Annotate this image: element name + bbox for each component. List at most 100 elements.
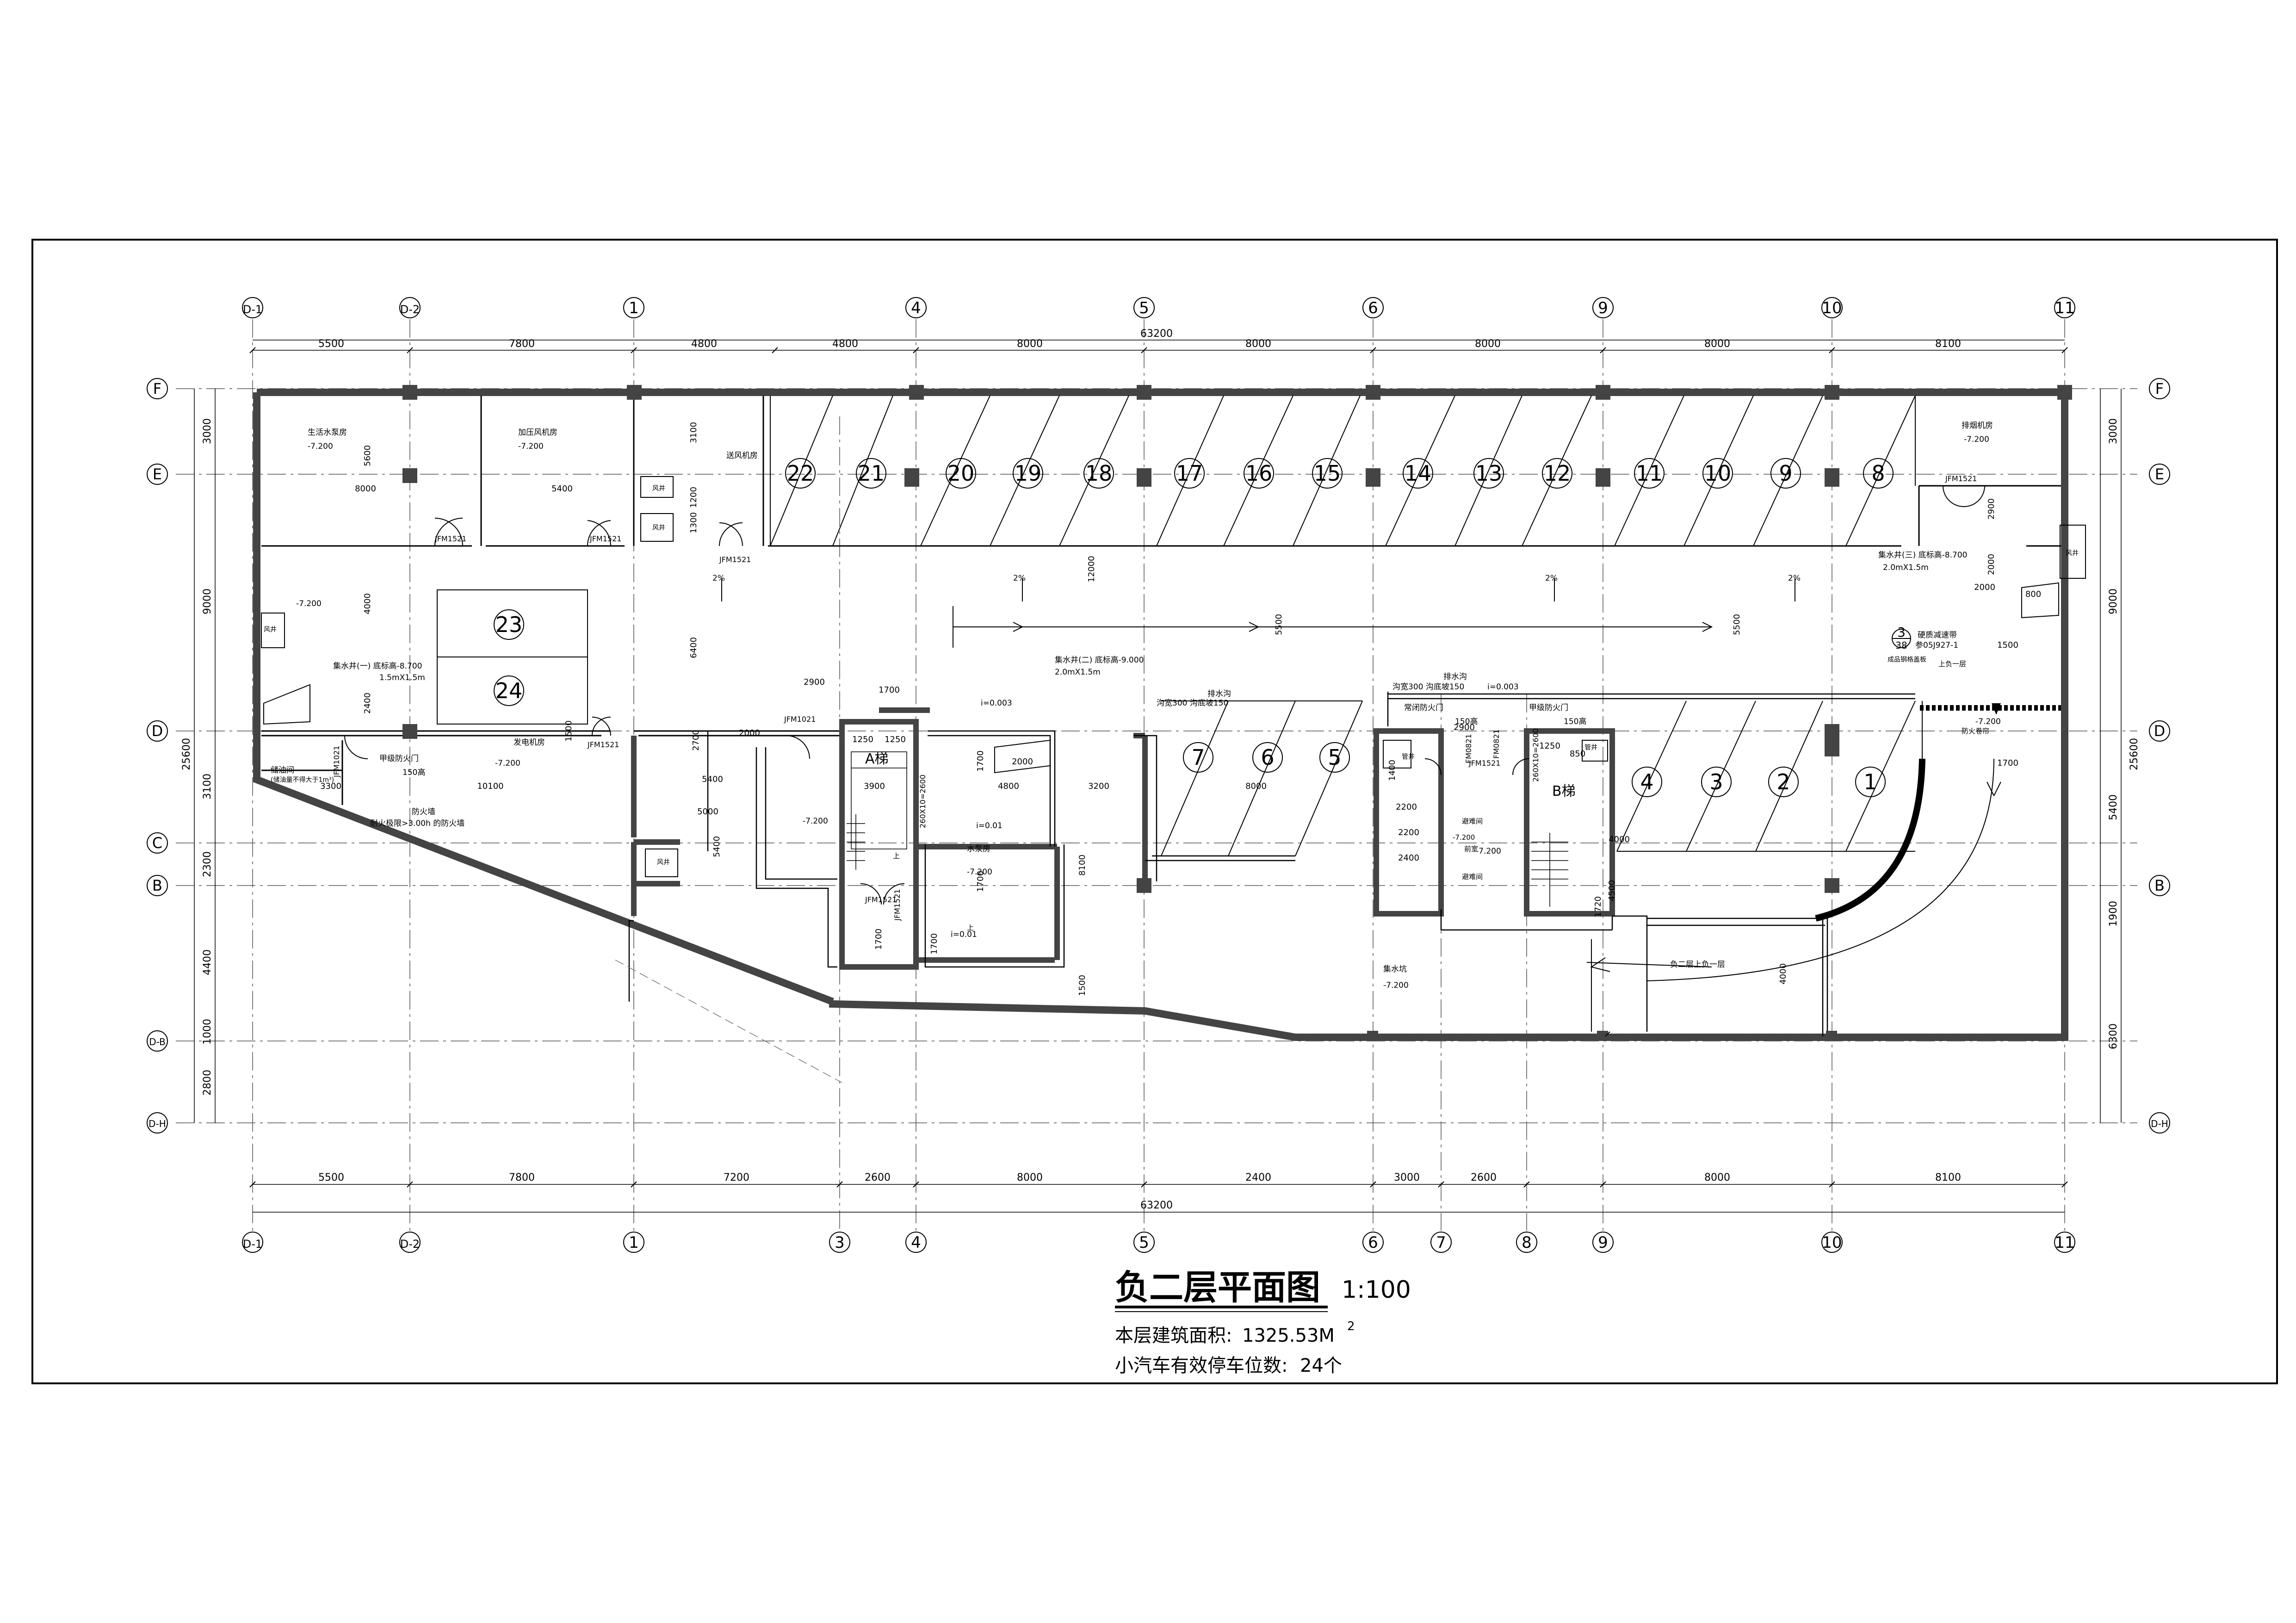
room-level: -7.200 bbox=[1383, 981, 1409, 990]
parking-stalls-large bbox=[437, 589, 588, 725]
svg-text:2400: 2400 bbox=[363, 693, 372, 714]
grid-label: D-H bbox=[149, 1118, 166, 1129]
grid-label: 4 bbox=[911, 1233, 921, 1252]
grid-label: D-H bbox=[2151, 1118, 2168, 1129]
room-labels: 生活水泵房 -7.200 加压风机房 -7.200 送风机房 排烟机房 -7.2… bbox=[264, 421, 2079, 990]
grid-label: D-2 bbox=[400, 303, 420, 316]
dim-seg: 7200 bbox=[724, 1172, 749, 1183]
grid-bubble bbox=[2054, 297, 2075, 318]
shaft-label: 风井 bbox=[652, 485, 665, 492]
grid-bubble bbox=[399, 1232, 421, 1253]
door-tag: JFM1521 bbox=[1945, 474, 1977, 483]
dim-seg: 8100 bbox=[1935, 1172, 1961, 1183]
svg-text:1400: 1400 bbox=[1387, 760, 1397, 781]
grid-bubble bbox=[147, 1112, 168, 1134]
dim-seg: 2800 bbox=[202, 1070, 213, 1096]
grid-label: 6 bbox=[1368, 299, 1378, 317]
ramp-outer-curve bbox=[1646, 758, 1994, 981]
parking-number bbox=[1770, 458, 1801, 489]
grid-label: D bbox=[2154, 722, 2166, 740]
parking-number bbox=[494, 609, 524, 640]
parking-number bbox=[1863, 458, 1894, 489]
dim-seg: 7800 bbox=[509, 338, 535, 350]
interior-walls bbox=[261, 396, 2061, 805]
svg-text:22: 22 bbox=[787, 461, 814, 486]
door-tag: JFM1021 bbox=[332, 746, 341, 778]
svg-text:2200: 2200 bbox=[1398, 828, 1419, 837]
svg-text:2900: 2900 bbox=[1454, 723, 1475, 732]
stair-label: B梯 bbox=[1552, 783, 1576, 799]
svg-text:3200: 3200 bbox=[1088, 781, 1109, 791]
grid-label: 11 bbox=[2055, 299, 2074, 317]
grid-bubble bbox=[1362, 1232, 1384, 1253]
svg-text:1: 1 bbox=[1863, 769, 1877, 794]
svg-text:18: 18 bbox=[1085, 461, 1113, 486]
door-spec: 150高 bbox=[1455, 717, 1478, 726]
room-level: -7.200 bbox=[518, 442, 544, 451]
dim-seg: 2600 bbox=[1471, 1172, 1497, 1183]
dim-seg: 2400 bbox=[1245, 1172, 1271, 1183]
parking-number bbox=[1702, 458, 1733, 489]
door-tag: JFM1021 bbox=[784, 715, 816, 724]
svg-text:21: 21 bbox=[858, 461, 885, 486]
grid-label: 10 bbox=[1822, 299, 1842, 317]
sump-pits bbox=[263, 582, 2059, 774]
area-unit-sup: 2 bbox=[1347, 1319, 1355, 1333]
dim-seg: 8000 bbox=[1017, 338, 1043, 350]
door-note: 甲级防火门 bbox=[1529, 703, 1568, 712]
svg-text:5400: 5400 bbox=[712, 836, 722, 857]
grid-label: 3 bbox=[835, 1233, 845, 1252]
dimension-lines bbox=[194, 340, 2122, 1213]
door-spec: 150高 bbox=[402, 768, 425, 777]
grid-label: 8 bbox=[1522, 1233, 1532, 1252]
up-label: 上 bbox=[967, 923, 974, 932]
svg-text:1700: 1700 bbox=[929, 933, 939, 954]
grid-bubble bbox=[1592, 1232, 1614, 1253]
core-walls bbox=[631, 707, 1615, 970]
svg-text:4000: 4000 bbox=[1609, 835, 1630, 844]
dim-seg: 4800 bbox=[691, 338, 717, 350]
door-tag: JFM1521 bbox=[589, 534, 621, 543]
door-spec: 150高 bbox=[1564, 717, 1586, 726]
dim-seg: 8000 bbox=[1245, 338, 1271, 350]
grid-bubble bbox=[399, 297, 421, 318]
svg-text:6: 6 bbox=[1261, 745, 1274, 770]
dim-seg: 2300 bbox=[202, 851, 213, 877]
dim-seg: 6300 bbox=[2108, 1023, 2119, 1049]
dim-seg: 4800 bbox=[832, 338, 858, 350]
svg-text:2000: 2000 bbox=[1012, 757, 1033, 767]
svg-text:3: 3 bbox=[1709, 769, 1723, 794]
columns bbox=[402, 385, 2072, 1040]
dim-seg: 4400 bbox=[202, 949, 213, 975]
svg-text:1200: 1200 bbox=[689, 487, 699, 508]
pit-note: 集水井(一) 底标高-8.700 bbox=[333, 662, 422, 671]
room-label: 集水坑 bbox=[1383, 965, 1407, 974]
ramp-curb bbox=[1815, 758, 1925, 922]
ramp-up: 上负一层 bbox=[1938, 660, 1966, 668]
sheet-border bbox=[31, 239, 2278, 1384]
door-tag: JFM1521 bbox=[587, 740, 619, 749]
stair-label: A梯 bbox=[865, 751, 889, 767]
svg-text:2400: 2400 bbox=[1398, 853, 1419, 863]
room-label: 前室 bbox=[1464, 845, 1478, 853]
grid-label: D bbox=[152, 722, 163, 740]
room-level: -7.200 bbox=[296, 599, 322, 608]
area-value: 1325.53M bbox=[1242, 1325, 1335, 1346]
dim-seg: 1000 bbox=[202, 1019, 213, 1045]
room-level: -7.200 bbox=[495, 759, 520, 768]
dim-total-top: 63200 bbox=[1140, 328, 1173, 340]
drawing-title: 负二层平面图 bbox=[1115, 1268, 1320, 1307]
up-label: 上 bbox=[893, 852, 900, 860]
room-level: -7.200 bbox=[1975, 717, 2001, 726]
stair-size: 260X10=2600 bbox=[1531, 728, 1540, 782]
fire-shutter-note: 防火卷帘 bbox=[1962, 727, 1989, 735]
parking-stalls-top bbox=[770, 395, 1916, 546]
svg-text:13: 13 bbox=[1475, 461, 1503, 486]
room-label: 排烟机房 bbox=[1962, 421, 1993, 430]
grid-label: 9 bbox=[1598, 299, 1608, 317]
svg-text:16: 16 bbox=[1245, 461, 1273, 486]
grid-label: 4 bbox=[911, 299, 921, 317]
dim-total-right: 25600 bbox=[2129, 738, 2140, 770]
svg-text:4800: 4800 bbox=[998, 781, 1019, 791]
room-label: 水泵房 bbox=[967, 844, 990, 854]
